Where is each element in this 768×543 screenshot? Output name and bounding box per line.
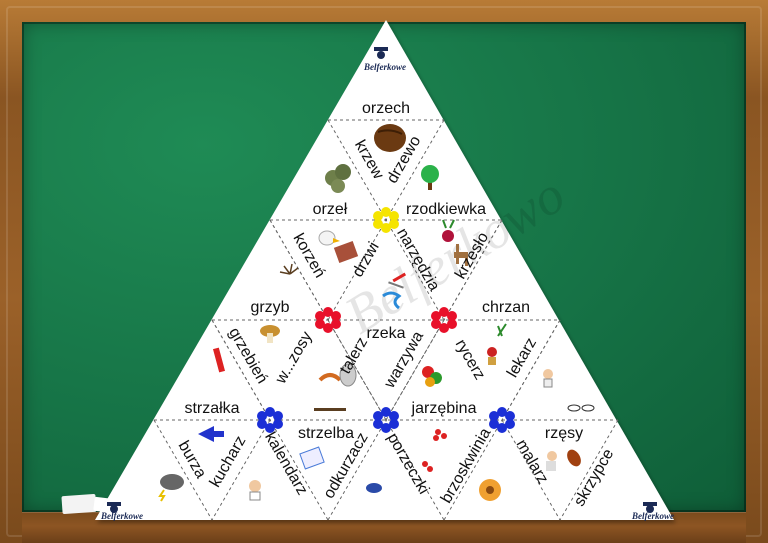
hair-icon: [318, 373, 342, 382]
word-strzelba: strzelba: [298, 425, 354, 442]
logo-top: Belferkowe: [363, 47, 406, 72]
logo-text: Belferkowe: [100, 511, 143, 521]
puzzle-triangle: [95, 20, 674, 520]
peach-icon: [479, 479, 501, 501]
dots-blue-right: [489, 407, 515, 433]
dots-red-right: [431, 307, 457, 333]
violin-icon: [567, 449, 581, 467]
word-strzalka: strzałka: [184, 400, 239, 417]
word-rzesy: rzęsy: [545, 425, 583, 442]
vegetables-icon: [422, 366, 442, 387]
dots-blue-left: [257, 407, 283, 433]
plate-icon: [339, 363, 357, 387]
arrow-icon: [198, 426, 224, 442]
door-icon: [333, 241, 359, 263]
logo-text: Belferkowe: [631, 511, 674, 521]
doctor-icon: [543, 369, 553, 388]
comb-icon: [212, 347, 226, 373]
rifle-icon: [314, 408, 346, 411]
currants-icon: [422, 461, 433, 472]
word-rzodkiewka: rzodkiewka: [406, 201, 486, 218]
dots-red-left: [315, 307, 341, 333]
eyes-icon: [567, 404, 595, 412]
walnut-icon: [374, 124, 406, 152]
logo-bottom-left: Belferkowe: [100, 502, 143, 521]
word-orzech: orzech: [362, 100, 410, 117]
tree-icon: [421, 165, 439, 190]
radish-icon: [442, 219, 455, 242]
chair-icon: [454, 244, 468, 266]
rowan-icon: [433, 429, 447, 441]
mushroom-icon: [260, 325, 280, 343]
piece-grid: [153, 119, 619, 521]
knight-icon: [487, 347, 497, 365]
horseradish-icon: [497, 323, 507, 337]
vacuum-icon: [366, 483, 382, 493]
word-rzeka: rzeka: [366, 325, 405, 342]
word-orzel: orzeł: [313, 201, 348, 218]
cloud-icon: [158, 474, 184, 502]
cook-icon: [249, 480, 261, 501]
word-chrzan: chrzan: [482, 299, 530, 316]
painter-icon: [546, 451, 557, 471]
eagle-icon: [318, 230, 340, 246]
word-grzyb: grzyb: [250, 299, 289, 316]
calendar-icon: [299, 446, 325, 470]
word-jarzebina: jarzębina: [411, 400, 477, 417]
bush-icon: [325, 164, 351, 193]
dots-yellow: [373, 207, 399, 233]
root-icon: [279, 263, 299, 275]
logo-text: Belferkowe: [363, 62, 406, 72]
river-icon: [382, 291, 402, 310]
logo-bottom-right: Belferkowe: [631, 502, 674, 521]
dots-blue-center: [373, 407, 399, 433]
tools-icon: [388, 272, 407, 289]
